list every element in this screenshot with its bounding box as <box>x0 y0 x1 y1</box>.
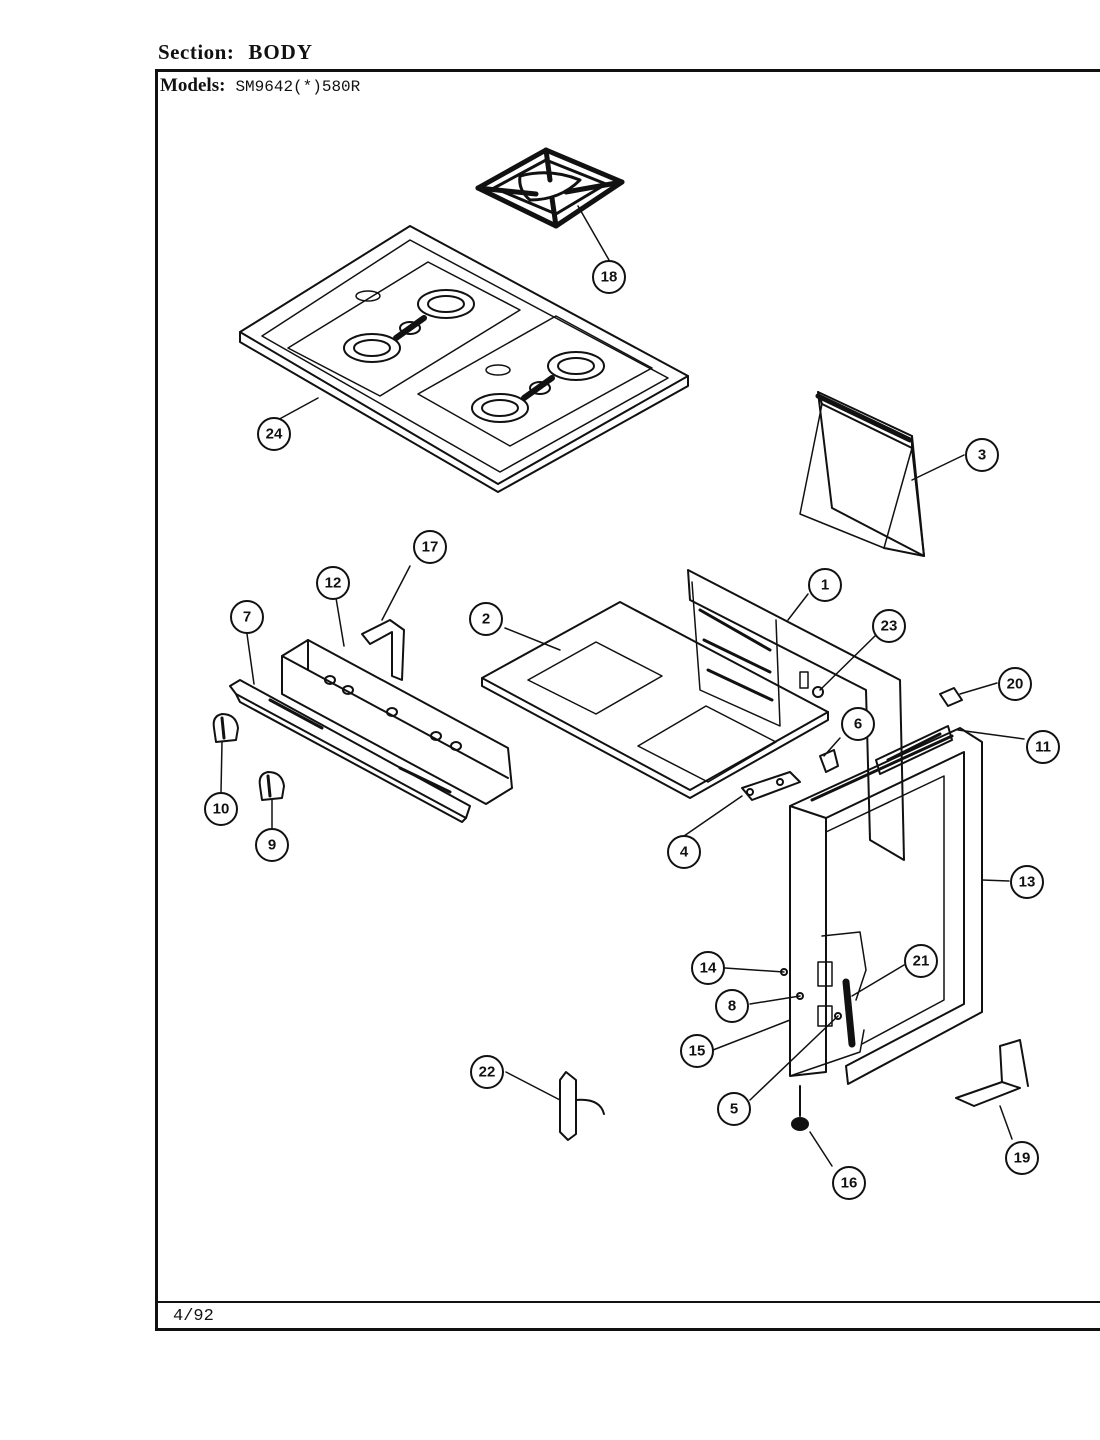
callout-8: 8 <box>715 989 749 1023</box>
callout-13: 13 <box>1010 865 1044 899</box>
section-label: Section: <box>158 40 235 64</box>
callout-19: 19 <box>1005 1141 1039 1175</box>
footer-date: 4/92 <box>173 1307 214 1326</box>
part-manifold-bracket <box>229 679 471 823</box>
svg-text:18: 18 <box>601 269 618 286</box>
svg-text:3: 3 <box>978 447 986 464</box>
svg-text:11: 11 <box>1035 739 1051 756</box>
callout-17: 17 <box>413 530 447 564</box>
part-oven-front-frame <box>789 727 983 1085</box>
svg-text:22: 22 <box>479 1064 496 1081</box>
svg-text:23: 23 <box>881 618 898 635</box>
diagram-frame <box>155 69 1100 1331</box>
part-back-guard <box>799 391 925 557</box>
callout-12: 12 <box>316 566 350 600</box>
part-clip-20 <box>939 687 963 707</box>
svg-text:13: 13 <box>1019 874 1036 891</box>
callout-7: 7 <box>230 600 264 634</box>
callout-15: 15 <box>680 1034 714 1068</box>
callout-22: 22 <box>470 1055 504 1089</box>
part-burner-grate <box>475 147 625 229</box>
part-door-hardware <box>780 961 856 1048</box>
part-control-panel <box>281 639 513 805</box>
svg-text:19: 19 <box>1014 1150 1031 1167</box>
callout-10: 10 <box>204 792 238 826</box>
callout-24: 24 <box>257 417 291 451</box>
callout-3: 3 <box>965 438 999 472</box>
models-line: Models: SM9642(*)580R <box>160 75 360 97</box>
footer-rule <box>155 1301 1100 1303</box>
callout-23: 23 <box>872 609 906 643</box>
part-leveling-leg <box>791 1085 809 1131</box>
callout-20: 20 <box>998 667 1032 701</box>
svg-text:1: 1 <box>821 577 829 594</box>
svg-text:6: 6 <box>854 716 862 733</box>
part-oven-bottom <box>481 601 829 799</box>
svg-text:14: 14 <box>700 960 717 977</box>
callout-11: 11 <box>1026 730 1060 764</box>
part-oven-back-panel <box>687 569 905 861</box>
models-value: SM9642(*)580R <box>235 78 361 96</box>
part-support-bracket <box>361 619 405 681</box>
svg-text:2: 2 <box>482 611 490 628</box>
models-label: Models: <box>160 75 226 96</box>
callout-18: 18 <box>592 260 626 294</box>
part-toe-bracket <box>955 1039 1029 1107</box>
svg-text:8: 8 <box>728 998 736 1015</box>
part-knob-10 <box>212 713 239 743</box>
svg-text:20: 20 <box>1007 676 1024 693</box>
callout-9: 9 <box>255 828 289 862</box>
callout-2: 2 <box>469 602 503 636</box>
callout-21: 21 <box>904 944 938 978</box>
part-screw-23 <box>812 686 824 698</box>
part-vent-strip <box>875 725 953 775</box>
svg-text:10: 10 <box>213 801 230 818</box>
svg-text:12: 12 <box>325 575 342 592</box>
callout-14: 14 <box>691 951 725 985</box>
callout-16: 16 <box>832 1166 866 1200</box>
part-bracket <box>741 771 801 801</box>
section-value: BODY <box>248 40 314 64</box>
svg-text:24: 24 <box>266 426 283 443</box>
svg-text:21: 21 <box>913 953 930 970</box>
callout-5: 5 <box>717 1092 751 1126</box>
callout-6: 6 <box>841 707 875 741</box>
part-cooktop <box>239 225 689 493</box>
leader-lines <box>220 205 1025 1167</box>
svg-text:9: 9 <box>268 837 276 854</box>
svg-text:5: 5 <box>730 1101 738 1118</box>
svg-text:16: 16 <box>841 1175 858 1192</box>
part-hinge-clip <box>819 749 839 773</box>
part-knob-9 <box>258 771 285 801</box>
svg-text:17: 17 <box>422 539 439 556</box>
section-title: Section: BODY <box>158 40 313 65</box>
svg-text:15: 15 <box>689 1043 706 1060</box>
callout-1: 1 <box>808 568 842 602</box>
svg-text:4: 4 <box>680 844 689 861</box>
callout-4: 4 <box>667 835 701 869</box>
svg-text:7: 7 <box>243 609 251 626</box>
part-latch <box>559 1071 605 1141</box>
